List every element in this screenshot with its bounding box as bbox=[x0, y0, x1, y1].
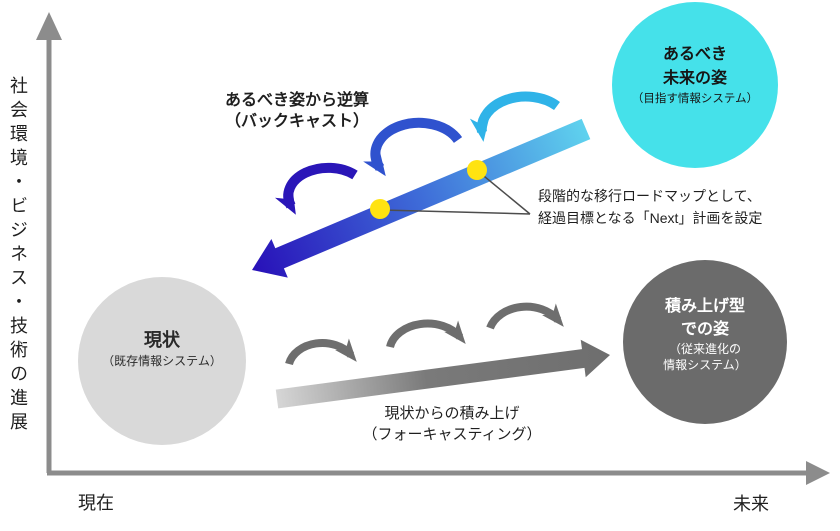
backcast-title-line2: （バックキャスト） bbox=[224, 113, 369, 130]
incremental-node-subtitle-line2: 情報システム） bbox=[663, 358, 747, 372]
incremental-node-title-line2: での姿 bbox=[680, 321, 729, 338]
backcast-hop-arc-middle bbox=[363, 117, 463, 177]
backcast-hop-arc-left bbox=[274, 162, 358, 215]
forecast-hop-arc-left bbox=[285, 338, 357, 366]
current-node-title: 現状 bbox=[144, 330, 180, 350]
y-axis-label: 社会環境・ビジネス・技術の進展 bbox=[8, 76, 28, 436]
future-node-label: あるべき 未来の姿 （目指す情報システム） bbox=[605, 43, 785, 108]
incremental-node-title-line1: 積み上げ型 bbox=[664, 298, 745, 315]
forecast-title: 現状からの積み上げ （フォーキャスティング） bbox=[352, 403, 552, 445]
backcast-arrow-band bbox=[252, 118, 591, 278]
future-node-title-line2: 未来の姿 bbox=[662, 70, 727, 87]
forecast-title-line1: 現状からの積み上げ bbox=[384, 405, 520, 422]
milestone-note-line1: 段階的な移行ロードマップとして、 bbox=[538, 188, 761, 204]
milestone-dot-1 bbox=[370, 199, 390, 219]
current-node-subtitle: （既存情報システム） bbox=[102, 354, 222, 368]
current-node-label: 現状 （既存情報システム） bbox=[72, 327, 252, 370]
x-axis-label-present: 現在 bbox=[78, 493, 114, 513]
incremental-node-subtitle-line1: （従来進化の bbox=[668, 342, 741, 356]
y-axis-arrowhead bbox=[36, 12, 62, 40]
future-node-subtitle: （目指す情報システム） bbox=[631, 93, 759, 105]
x-axis-label-future: 未来 bbox=[733, 494, 769, 514]
current-node-circle bbox=[78, 277, 246, 445]
backcast-title-line1: あるべき姿から逆算 bbox=[224, 92, 369, 109]
backcast-hop-arc-right bbox=[469, 91, 560, 142]
milestone-dot-2 bbox=[467, 160, 487, 180]
forecast-hop-arc-right bbox=[486, 302, 564, 330]
incremental-node-label: 積み上げ型 での姿 （従来進化の 情報システム） bbox=[615, 295, 795, 373]
milestone-note: 段階的な移行ロードマップとして、 経過目標となる「Next」計画を設定 bbox=[538, 185, 762, 229]
milestone-note-line2: 経過目標となる「Next」計画を設定 bbox=[538, 210, 763, 226]
future-node-circle bbox=[612, 2, 778, 168]
incremental-node-circle bbox=[623, 260, 787, 424]
forecast-arrow-band bbox=[275, 339, 610, 409]
x-axis-arrowhead bbox=[806, 461, 830, 485]
forecast-hop-arc-middle bbox=[386, 319, 466, 349]
future-node-title-line1: あるべき bbox=[662, 46, 727, 63]
milestone-connector-lines bbox=[381, 171, 531, 215]
forecast-title-line2: （フォーキャスティング） bbox=[362, 426, 542, 443]
backcast-title: あるべき姿から逆算 （バックキャスト） bbox=[192, 90, 402, 132]
